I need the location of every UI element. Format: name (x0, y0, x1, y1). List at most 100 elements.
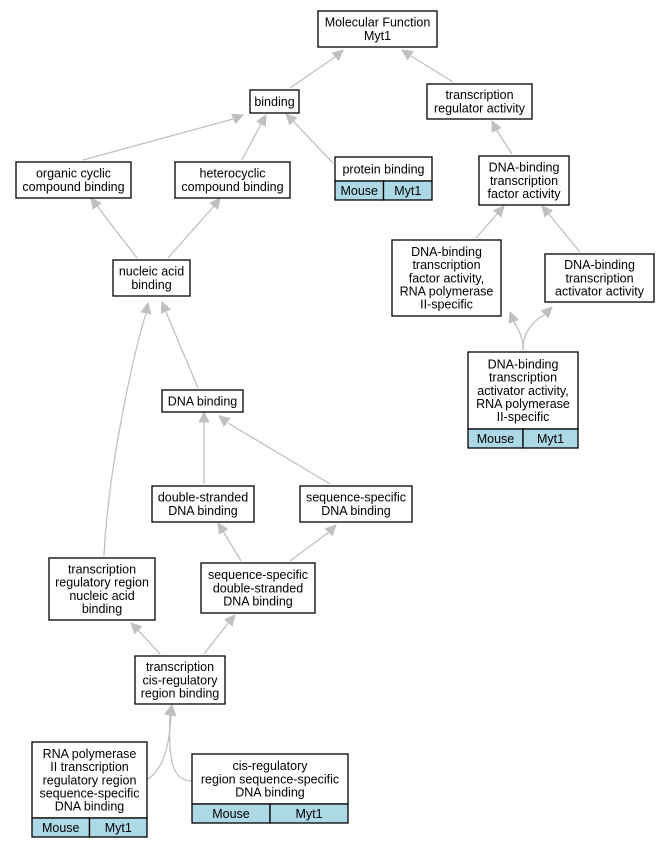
term-label-line: compound binding (181, 180, 283, 194)
term-label-line: II-specific (497, 410, 550, 424)
term-label-line: factor activity, (409, 271, 484, 285)
term-box (151, 485, 255, 523)
edges-layer (82, 49, 581, 782)
edge-arrowhead (256, 113, 267, 127)
term-label-line: nucleic acid (119, 265, 184, 279)
annotation-species-label: Mouse (477, 432, 515, 446)
edge-arrowhead (223, 614, 236, 627)
edge-ssdsdb-dsdb (217, 522, 242, 562)
term-label-line: factor activity (488, 187, 562, 201)
edge-dbtaa2-dbtfa2 (508, 310, 524, 351)
edge-crss-tcrrb (164, 703, 193, 782)
term-label-line: transcription (490, 174, 558, 188)
term-box (112, 259, 191, 297)
edge-line (96, 205, 138, 259)
term-label-line: regulator activity (434, 101, 526, 115)
edge-line (165, 311, 199, 389)
annotation-cell-gene (382, 180, 433, 201)
term-label-line: sequence-specific (208, 568, 308, 582)
edge-line (168, 713, 193, 782)
edge-arrowhead (541, 205, 554, 218)
edge-line (227, 422, 331, 485)
edge-arrowhead (508, 310, 519, 324)
term-label-line: DNA-binding (489, 161, 560, 175)
annotation-cell-gene (522, 428, 579, 449)
term-node-binding[interactable]: binding (249, 89, 300, 114)
annotation-species-label: Mouse (42, 821, 80, 835)
edge-arrowhead (540, 306, 553, 319)
edge-line (222, 530, 242, 562)
term-label-line: DNA binding (235, 786, 305, 800)
term-label-line: DNA-binding (411, 245, 482, 259)
edge-line (292, 120, 334, 164)
term-label-line: transcription (146, 660, 214, 674)
edge-arrowhead (285, 113, 298, 126)
edge-line (82, 118, 234, 161)
term-label-line: DNA binding (223, 595, 293, 609)
edge-line (145, 713, 172, 781)
term-label-line: regulatory region (43, 773, 137, 787)
term-label-line: nucleic acid (69, 589, 134, 603)
annotation-species-label: Mouse (340, 184, 378, 198)
term-label-line: region binding (141, 687, 220, 701)
term-box (426, 83, 533, 120)
term-label-line: II-specific (420, 298, 473, 312)
edge-tcrrb-ssdsdb (203, 614, 236, 655)
edge-line (522, 313, 546, 351)
term-label-line: activator activity (555, 285, 645, 299)
edge-arrowhead (401, 49, 414, 61)
term-label-line: RNA polymerase (43, 747, 137, 761)
term-box (200, 562, 316, 614)
edge-line (512, 319, 524, 351)
edge-dbtaa-dbtfa (541, 205, 581, 253)
edge-line (203, 621, 230, 655)
annotation-cell-gene (88, 817, 148, 838)
term-box (391, 239, 502, 317)
term-box (467, 351, 579, 430)
edge-dbtfa-tra (491, 119, 513, 155)
term-label-line: compound binding (22, 180, 124, 194)
edge-line (289, 531, 330, 562)
edge-arrowhead (231, 113, 245, 125)
edge-occb-binding (82, 113, 245, 161)
edge-arrowhead (324, 524, 337, 537)
edge-dbtfa2-dbtfa (475, 205, 505, 239)
term-box (334, 156, 433, 182)
edge-arrowhead (90, 197, 102, 210)
edge-binding-mf (289, 49, 344, 89)
term-label-line: heterocyclic (200, 167, 266, 181)
term-node-dnab[interactable]: DNA binding (161, 389, 244, 413)
edge-arrowhead (140, 301, 152, 315)
term-label-line: DNA-binding (564, 258, 635, 272)
edge-ssdb-dnab (218, 415, 331, 485)
term-box (134, 655, 226, 705)
term-label-line: sequence-specific (306, 491, 406, 505)
term-label-line: binding (254, 95, 294, 109)
edge-line (410, 55, 454, 83)
term-box (478, 155, 570, 206)
annotation-gene-label: Myt1 (105, 821, 132, 835)
term-label-line: sequence-specific (39, 787, 139, 801)
term-box (161, 389, 244, 413)
term-box (15, 161, 132, 199)
term-label-line: transcription (445, 88, 513, 102)
term-label-line: binding (131, 278, 171, 292)
